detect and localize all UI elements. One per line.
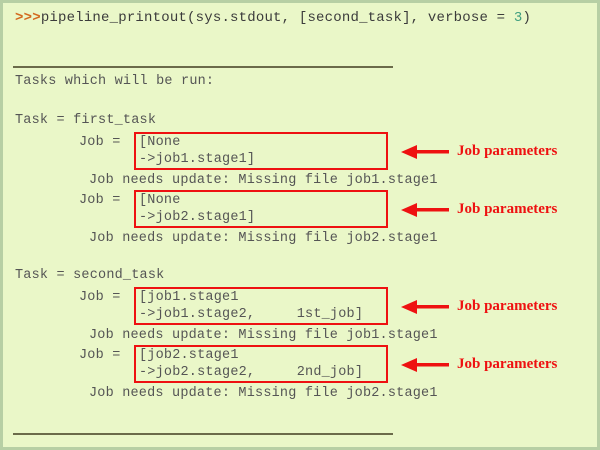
job-param-line-2b: ->job2.stage1]	[139, 210, 256, 225]
job-status-1: Job needs update: Missing file job1.stag…	[89, 173, 438, 188]
job-label-4: Job =	[79, 348, 121, 363]
job-parameters-box-2	[134, 190, 388, 228]
job-param-line-1b: ->job1.stage1]	[139, 152, 256, 167]
job-param-line-3a: [job1.stage1	[139, 290, 239, 305]
annotation-job-parameters-2: Job parameters	[401, 201, 557, 218]
verbose-value: 3	[513, 10, 523, 26]
annotation-label-2: Job parameters	[457, 201, 558, 217]
annotation-label-3: Job parameters	[457, 298, 558, 314]
job-param-line-4a: [job2.stage1	[139, 348, 239, 363]
job-param-line-4b: ->job2.stage2, 2nd_job]	[139, 365, 364, 380]
left-arrow-icon	[401, 202, 449, 217]
job-parameters-box-3	[134, 287, 388, 325]
top-divider	[13, 66, 393, 68]
annotation-job-parameters-1: Job parameters	[401, 143, 557, 160]
prompt-chevron: >>>	[15, 10, 41, 26]
job-param-line-1a: [None	[139, 135, 181, 150]
job-status-4: Job needs update: Missing file job2.stag…	[89, 386, 438, 401]
job-label-2: Job =	[79, 193, 121, 208]
left-arrow-icon	[401, 299, 449, 314]
job-status-2: Job needs update: Missing file job2.stag…	[89, 231, 438, 246]
job-parameters-box-4	[134, 345, 388, 383]
job-param-line-2a: [None	[139, 193, 181, 208]
python-prompt-line: >>>pipeline_printout(sys.stdout, [second…	[15, 11, 531, 26]
job-param-line-3b: ->job1.stage2, 1st_job]	[139, 307, 364, 322]
output-heading: Tasks which will be run:	[15, 74, 215, 89]
code-output-surface: >>>pipeline_printout(sys.stdout, [second…	[3, 3, 597, 447]
bottom-divider	[13, 433, 393, 435]
task-header-first-task: Task = first_task	[15, 113, 157, 128]
job-parameters-box-1	[134, 132, 388, 170]
prompt-command-text: pipeline_printout(sys.stdout, [second_ta…	[40, 10, 514, 26]
task-header-second-task: Task = second_task	[15, 268, 165, 283]
annotation-job-parameters-3: Job parameters	[401, 298, 557, 315]
job-label-3: Job =	[79, 290, 121, 305]
job-status-3: Job needs update: Missing file job1.stag…	[89, 328, 438, 343]
annotation-job-parameters-4: Job parameters	[401, 356, 557, 373]
prompt-command-tail: )	[522, 10, 532, 26]
annotation-label-4: Job parameters	[457, 356, 558, 372]
left-arrow-icon	[401, 357, 449, 372]
left-arrow-icon	[401, 144, 449, 159]
annotation-label-1: Job parameters	[457, 143, 558, 159]
job-label-1: Job =	[79, 135, 121, 150]
